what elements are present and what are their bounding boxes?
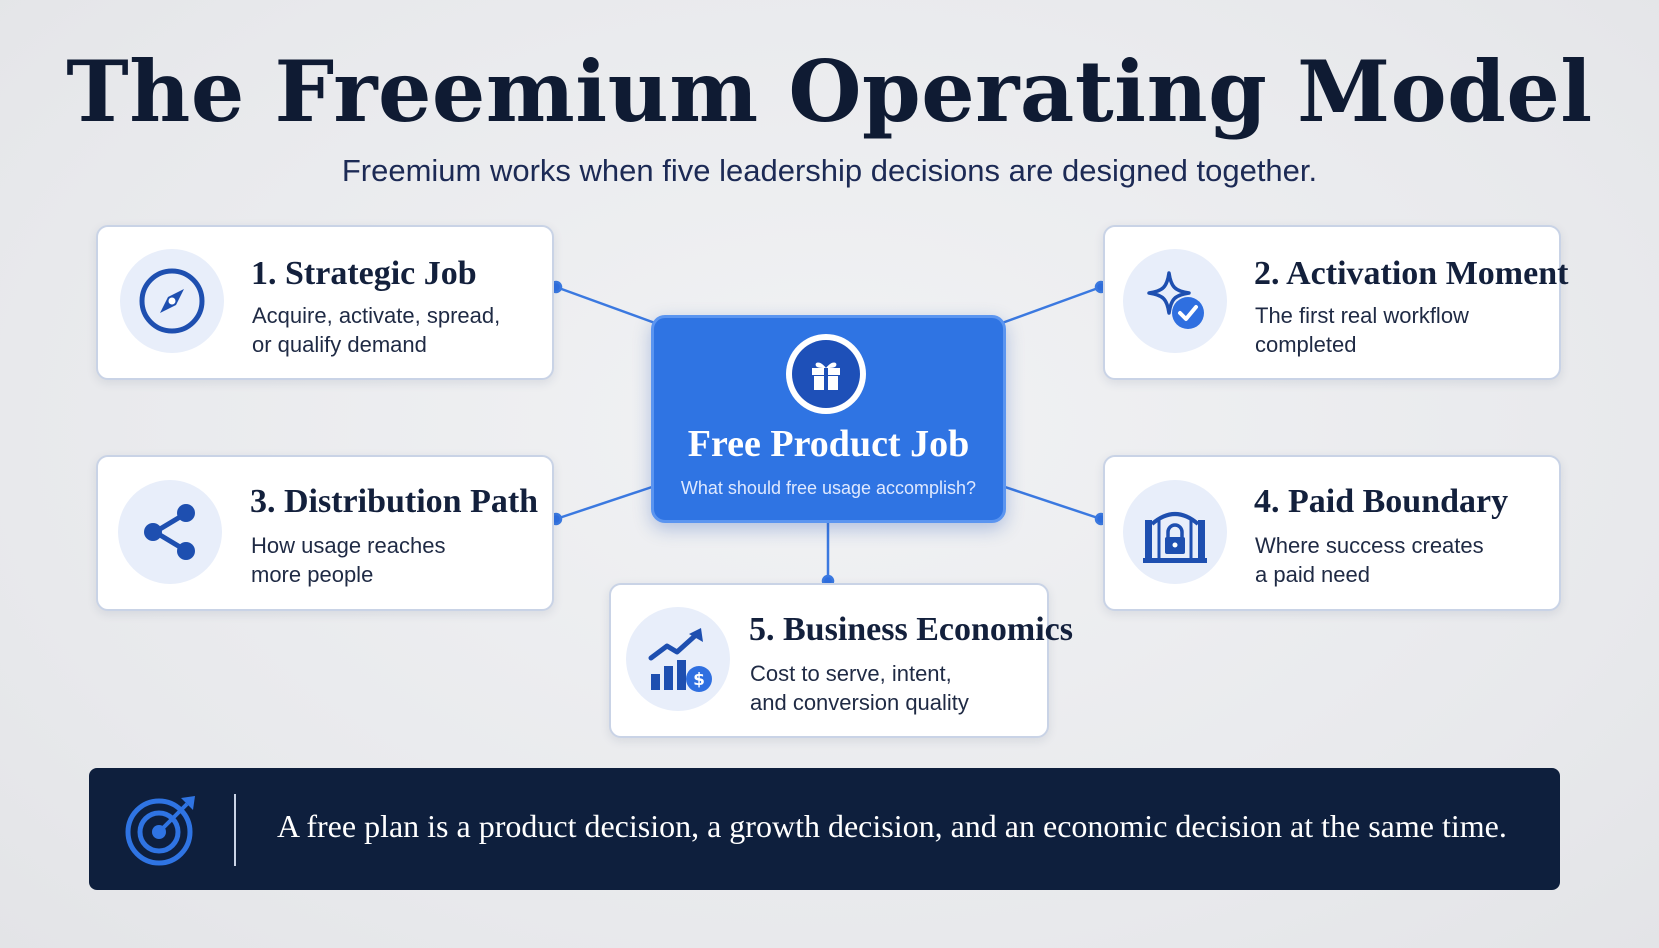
gift-icon xyxy=(786,334,866,414)
page-subtitle: Freemium works when five leadership deci… xyxy=(341,153,1318,188)
connector-3 xyxy=(555,484,656,521)
center-subtitle: What should free usage accomplish? xyxy=(680,478,977,498)
card-strategic-job: 1. Strategic Job Acquire, activate, spre… xyxy=(96,225,554,380)
card-desc-line: Acquire, activate, spread, xyxy=(252,303,501,328)
connector-2 xyxy=(1001,285,1102,325)
card-desc-line: more people xyxy=(251,562,374,587)
card-desc-line: or qualify demand xyxy=(252,332,427,357)
summary-banner: A free plan is a product decision, a gro… xyxy=(89,768,1560,890)
connector-1 xyxy=(555,285,656,325)
share-icon xyxy=(118,480,222,584)
card-business-economics: $ 5. Business Economics Cost to serve, i… xyxy=(609,583,1073,738)
card-desc-line: a paid need xyxy=(1255,562,1370,587)
banner-divider xyxy=(234,794,236,866)
card-paid-boundary: 4. Paid Boundary Where success creates a… xyxy=(1103,455,1561,611)
target-icon xyxy=(125,796,195,866)
center-node-free-product-job: Free Product Job What should free usage … xyxy=(651,315,1006,523)
compass-icon xyxy=(120,249,224,353)
page-title: The Freemium Operating Model xyxy=(66,42,1593,141)
card-description: Where success creates a paid need xyxy=(1255,531,1535,589)
card-desc-line: Cost to serve, intent, xyxy=(750,661,952,686)
card-title: 3. Distribution Path xyxy=(250,483,539,520)
card-desc-line: The first real workflow xyxy=(1255,303,1469,328)
banner-text: A free plan is a product decision, a gro… xyxy=(277,808,1507,844)
card-description: Cost to serve, intent, and conversion qu… xyxy=(750,659,1030,717)
svg-text:$: $ xyxy=(693,670,705,690)
card-description: Acquire, activate, spread, or qualify de… xyxy=(252,301,532,359)
gate-lock-icon xyxy=(1123,480,1227,584)
card-description: The first real workflow completed xyxy=(1255,301,1535,359)
card-desc-line: How usage reaches xyxy=(251,533,446,558)
card-desc-line: Where success creates xyxy=(1255,533,1484,558)
card-title: 4. Paid Boundary xyxy=(1254,483,1509,520)
card-title: 2. Activation Moment xyxy=(1254,255,1569,292)
card-desc-line: completed xyxy=(1255,332,1357,357)
card-desc-line: and conversion quality xyxy=(750,690,969,715)
card-title: 1. Strategic Job xyxy=(251,255,477,292)
card-activation-moment: 2. Activation Moment The first real work… xyxy=(1103,225,1568,380)
card-distribution-path: 3. Distribution Path How usage reaches m… xyxy=(96,455,554,611)
growth-chart-dollar-icon: $ xyxy=(626,607,730,711)
card-description: How usage reaches more people xyxy=(251,531,531,589)
connector-4 xyxy=(1001,484,1102,521)
center-title: Free Product Job xyxy=(687,423,970,465)
card-title: 5. Business Economics xyxy=(749,611,1073,648)
sparkle-check-icon xyxy=(1123,249,1227,353)
